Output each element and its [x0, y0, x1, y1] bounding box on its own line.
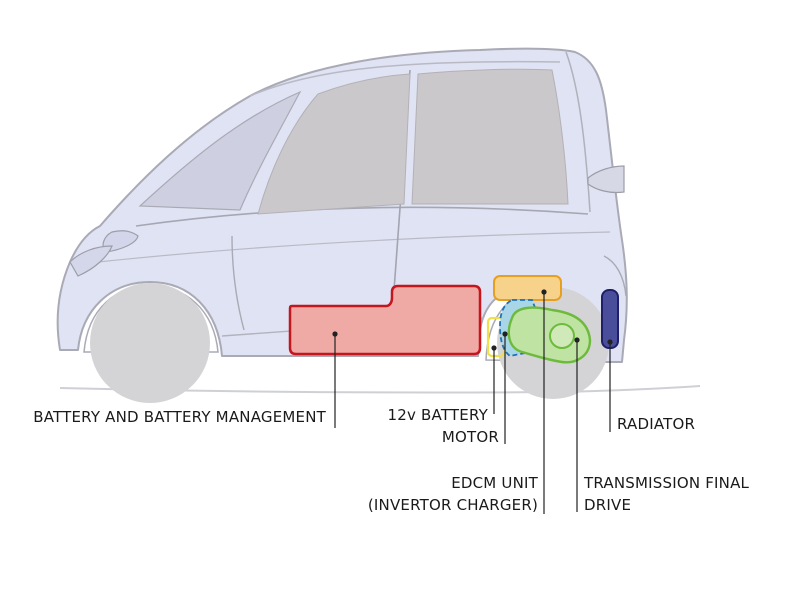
- front-wheel: [90, 283, 210, 403]
- label-battery: BATTERY AND BATTERY MANAGEMENT: [33, 408, 326, 426]
- door-front-line: [231, 235, 245, 331]
- label-radiator: RADIATOR: [617, 415, 695, 433]
- label-motor: MOTOR: [442, 428, 499, 446]
- body-crease: [97, 231, 611, 263]
- label-battery12v: 12v BATTERY: [388, 406, 489, 424]
- rear-pillar: [565, 51, 591, 213]
- battery-pack: [288, 284, 482, 356]
- car-body: [56, 47, 628, 363]
- labels: BATTERY AND BATTERY MANAGEMENT 12v BATTE…: [33, 406, 749, 514]
- front-side-window: [257, 73, 411, 215]
- label-transmission-line1: TRANSMISSION FINAL: [583, 474, 750, 492]
- headlight: [69, 245, 113, 277]
- leaders: [332, 289, 613, 514]
- edcm-unit: [493, 275, 562, 301]
- label-transmission-line2: DRIVE: [584, 496, 631, 514]
- label-edcm-line1: EDCM UNIT: [451, 474, 538, 492]
- tail-light: [587, 165, 625, 194]
- rear-bumper: [603, 255, 627, 297]
- roof-line: [249, 60, 561, 97]
- windscreen: [138, 90, 302, 211]
- rear-side-window: [411, 68, 569, 205]
- transmission-hub: [549, 323, 575, 349]
- radiator: [601, 289, 619, 349]
- label-edcm-line2: (INVERTOR CHARGER): [368, 496, 538, 514]
